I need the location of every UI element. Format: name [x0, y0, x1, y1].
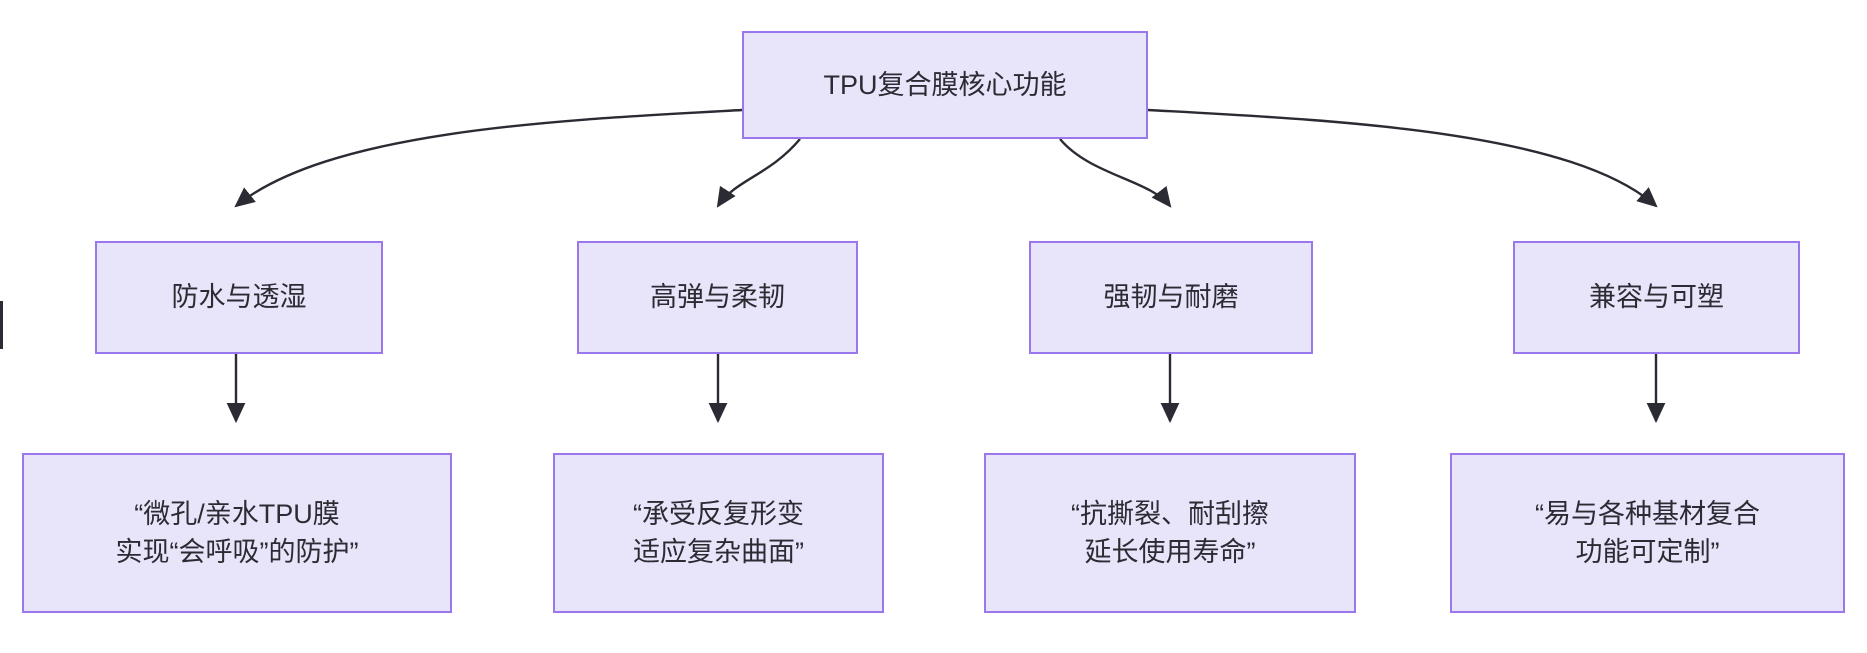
node-root[interactable]: TPU复合膜核心功能 — [742, 31, 1148, 139]
node-branch-3-category[interactable]: 强韧与耐磨 — [1029, 241, 1313, 354]
node-branch-2-category[interactable]: 高弹与柔韧 — [577, 241, 858, 354]
node-branch-1-category[interactable]: 防水与透湿 — [95, 241, 383, 354]
edge-root-to-branch-1 — [234, 108, 743, 208]
node-branch-1-detail[interactable]: “微孔/亲水TPU膜 实现“会呼吸”的防护” — [22, 453, 452, 613]
node-branch-3-detail[interactable]: “抗撕裂、耐刮擦 延长使用寿命” — [984, 453, 1356, 613]
node-branch-4-detail[interactable]: “易与各种基材复合 功能可定制” — [1450, 453, 1845, 613]
edge-root-to-branch-3 — [1059, 138, 1172, 208]
left-edge-stub — [0, 301, 3, 349]
node-branch-2-detail[interactable]: “承受反复形变 适应复杂曲面” — [553, 453, 884, 613]
edge-root-to-branch-4 — [1147, 108, 1658, 208]
edge-root-to-branch-2 — [716, 138, 801, 208]
node-branch-4-category[interactable]: 兼容与可塑 — [1513, 241, 1800, 354]
